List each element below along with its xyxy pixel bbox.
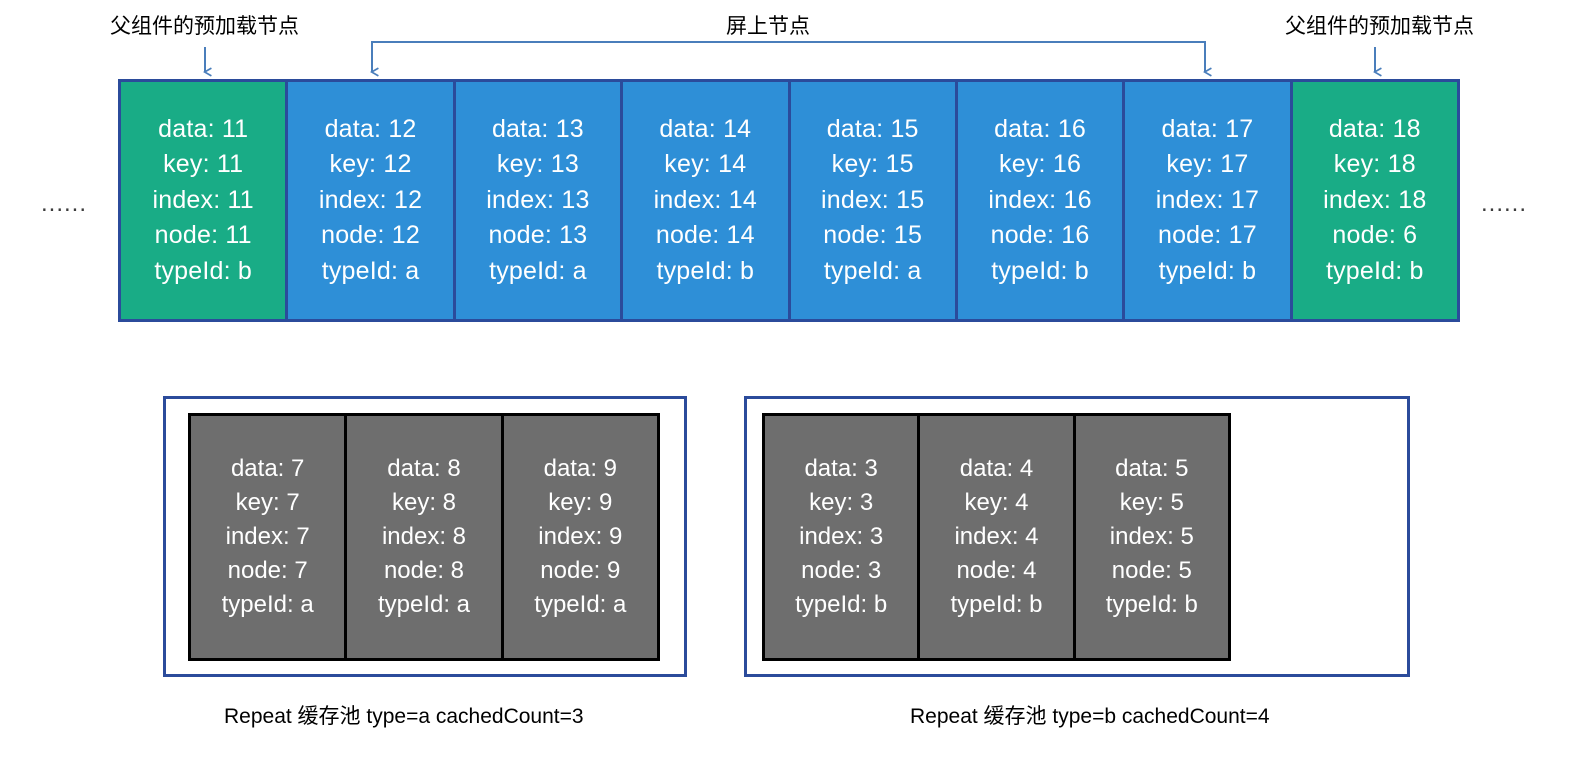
node-key: key: 13 [496, 150, 579, 179]
node-node: node: 13 [488, 221, 588, 250]
node-cell[interactable]: data: 12 key: 12 index: 12 node: 12 type… [288, 82, 456, 319]
node-data: data: 7 [230, 454, 305, 482]
node-data: data: 16 [994, 114, 1087, 143]
node-key: key: 11 [163, 150, 244, 179]
node-node: node: 3 [801, 557, 882, 585]
node-node: node: 16 [990, 221, 1090, 250]
node-typeid: typeId: a [377, 591, 471, 619]
node-node: node: 9 [540, 557, 621, 585]
node-typeid: typeId: b [1105, 591, 1198, 619]
node-key: key: 9 [548, 488, 613, 516]
node-cell[interactable]: data: 15 key: 15 index: 15 node: 15 type… [790, 82, 958, 319]
cache-pool-a-cells: data: 7 key: 7 index: 7 node: 7 typeId: … [188, 413, 660, 661]
node-data: data: 4 [959, 454, 1034, 482]
cached-node-cell[interactable]: data: 9 key: 9 index: 9 node: 9 typeId: … [503, 416, 657, 658]
node-data: data: 15 [826, 114, 919, 143]
node-key: key: 14 [664, 150, 747, 179]
node-typeid: typeId: a [221, 591, 314, 619]
node-cell[interactable]: data: 13 key: 13 index: 13 node: 13 type… [455, 82, 624, 319]
node-typeid: typeId: a [489, 256, 587, 285]
node-index: index: 5 [1109, 522, 1194, 550]
node-typeid: typeId: b [795, 591, 888, 619]
node-cell[interactable]: data: 16 key: 16 index: 16 node: 16 type… [957, 82, 1126, 319]
node-node: node: 8 [383, 557, 465, 585]
node-typeid: typeId: b [1158, 256, 1257, 285]
node-node: node: 15 [823, 221, 923, 250]
node-data: data: 11 [158, 114, 249, 143]
node-typeid: typeId: b [950, 591, 1043, 619]
node-key: key: 3 [809, 488, 874, 516]
cached-node-cell[interactable]: data: 4 key: 4 index: 4 node: 4 typeId: … [920, 416, 1076, 658]
node-key: key: 5 [1119, 488, 1184, 516]
ellipsis-left: ...... [41, 190, 88, 217]
node-data: data: 9 [543, 454, 618, 482]
node-index: index: 18 [1323, 185, 1427, 214]
cache-pool-a-caption: Repeat 缓存池 type=a cachedCount=3 [224, 705, 584, 728]
node-index: index: 15 [821, 185, 925, 214]
node-strip: data: 11 key: 11 index: 11 node: 11 type… [118, 79, 1460, 322]
node-index: index: 3 [799, 522, 884, 550]
node-typeid: typeId: b [154, 256, 253, 285]
node-key: key: 12 [329, 150, 412, 179]
label-preload-node-right: 父组件的预加载节点 [1285, 15, 1474, 38]
node-typeid: typeId: a [823, 256, 922, 285]
node-cell[interactable]: data: 18 key: 18 index: 18 node: 6 typeI… [1292, 82, 1457, 319]
node-typeid: typeId: a [321, 256, 420, 285]
cache-pool-b-caption: Repeat 缓存池 type=b cachedCount=4 [910, 705, 1270, 728]
node-node: node: 14 [655, 221, 755, 250]
node-typeid: typeId: b [1325, 256, 1424, 285]
cached-node-cell[interactable]: data: 3 key: 3 index: 3 node: 3 typeId: … [765, 416, 921, 658]
cached-node-cell[interactable]: data: 8 key: 8 index: 8 node: 8 typeId: … [347, 416, 504, 658]
cache-pool-b-cells: data: 3 key: 3 index: 3 node: 3 typeId: … [762, 413, 1231, 661]
node-index: index: 12 [318, 185, 423, 214]
node-data: data: 17 [1161, 114, 1254, 143]
node-node: node: 12 [321, 221, 421, 250]
node-key: key: 18 [1333, 150, 1416, 179]
node-typeid: typeId: a [534, 591, 627, 619]
node-key: key: 7 [235, 488, 300, 516]
node-data: data: 18 [1328, 114, 1421, 143]
bracket-onscreen-nodes [372, 41, 1205, 72]
node-key: key: 16 [999, 150, 1082, 179]
node-node: node: 5 [1111, 557, 1192, 585]
node-index: index: 8 [381, 522, 467, 550]
node-node: node: 4 [956, 557, 1037, 585]
node-index: index: 11 [152, 185, 254, 214]
node-key: key: 4 [964, 488, 1029, 516]
node-data: data: 12 [324, 114, 417, 143]
node-index: index: 9 [538, 522, 623, 550]
node-node: node: 17 [1157, 221, 1257, 250]
node-data: data: 8 [387, 454, 461, 482]
node-index: index: 16 [988, 185, 1092, 214]
node-cell[interactable]: data: 11 key: 11 index: 11 node: 11 type… [121, 82, 289, 319]
node-typeid: typeId: b [991, 256, 1089, 285]
node-key: key: 8 [391, 488, 456, 516]
node-index: index: 13 [486, 185, 590, 214]
node-node: node: 6 [1332, 221, 1418, 250]
node-cell[interactable]: data: 14 key: 14 index: 14 node: 14 type… [623, 82, 791, 319]
node-index: index: 7 [225, 522, 310, 550]
node-data: data: 13 [491, 114, 584, 143]
label-onscreen-nodes: 屏上节点 [726, 15, 810, 38]
node-data: data: 14 [659, 114, 752, 143]
node-key: key: 17 [1166, 150, 1249, 179]
node-index: index: 17 [1155, 185, 1260, 214]
node-node: node: 7 [227, 557, 308, 585]
node-data: data: 3 [804, 454, 878, 482]
cached-node-cell[interactable]: data: 7 key: 7 index: 7 node: 7 typeId: … [191, 416, 348, 658]
cached-node-cell[interactable]: data: 5 key: 5 index: 5 node: 5 typeId: … [1075, 416, 1228, 658]
node-node: node: 11 [154, 221, 252, 250]
label-preload-node-left: 父组件的预加载节点 [110, 15, 299, 38]
node-index: index: 4 [954, 522, 1039, 550]
node-cell[interactable]: data: 17 key: 17 index: 17 node: 17 type… [1125, 82, 1293, 319]
node-key: key: 15 [831, 150, 914, 179]
node-typeid: typeId: b [656, 256, 755, 285]
ellipsis-right: ...... [1481, 190, 1528, 217]
node-data: data: 5 [1115, 454, 1189, 482]
node-index: index: 14 [653, 185, 757, 214]
